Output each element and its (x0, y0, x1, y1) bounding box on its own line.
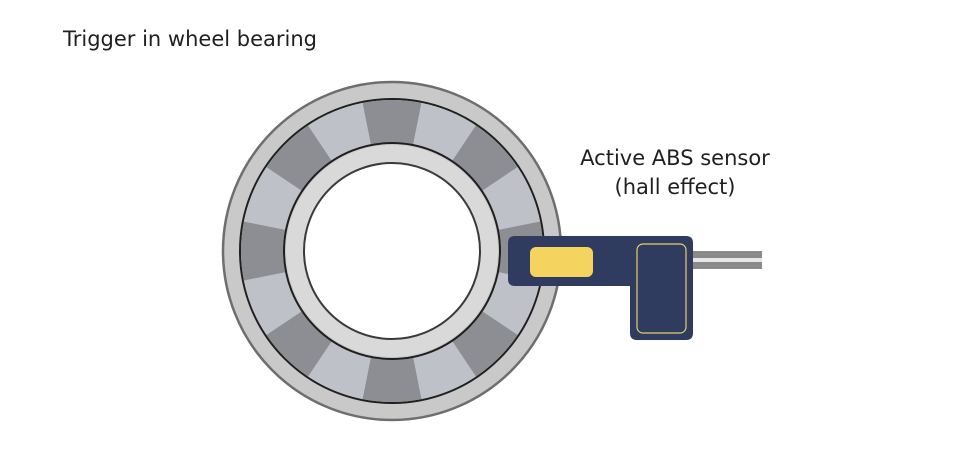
trigger-segment (243, 272, 302, 335)
hall-element (530, 247, 593, 277)
trigger-segment (362, 99, 422, 145)
sensor-label-line2: (hall effect) (614, 175, 736, 199)
trigger-segment (413, 341, 476, 400)
trigger-segment (482, 167, 541, 230)
sensor-connector (636, 243, 687, 334)
trigger-wheel (240, 99, 544, 403)
sensor-label-line1: Active ABS sensor (580, 146, 770, 170)
trigger-segment (243, 167, 302, 230)
trigger-segment (266, 125, 332, 191)
trigger-segment (452, 125, 518, 191)
trigger-segment (362, 357, 422, 403)
trigger-segment (308, 341, 371, 400)
trigger-segment (240, 221, 286, 281)
trigger-segment (266, 311, 332, 377)
sensor-label: Active ABS sensor (hall effect) (540, 144, 810, 202)
trigger-segment (452, 311, 518, 377)
abs-sensor (508, 236, 762, 340)
trigger-segment (482, 272, 541, 335)
trigger-segment (413, 102, 476, 161)
sensor-cable-core (688, 258, 762, 262)
diagram-title: Trigger in wheel bearing (63, 27, 317, 51)
trigger-segment (308, 102, 371, 161)
